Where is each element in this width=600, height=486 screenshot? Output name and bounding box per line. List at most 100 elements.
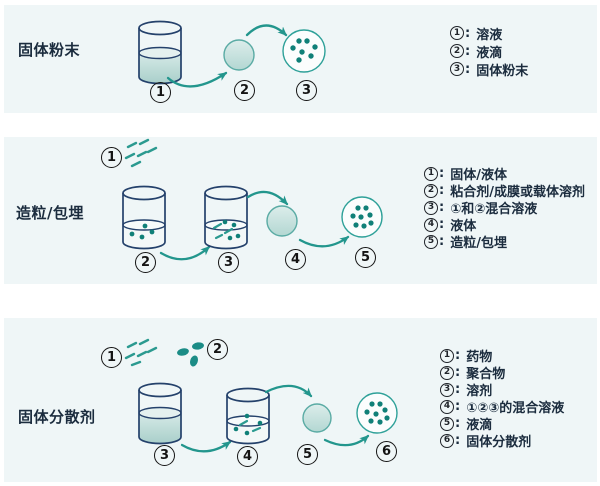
legend-colon: :: [439, 200, 445, 215]
legend: 1 : 药物 2 : 聚合物 3 : 溶剂 4 : ①②③的混合溶液 5 :: [440, 347, 565, 450]
circled-number-icon: 2: [440, 365, 454, 380]
arrow-icon: [264, 384, 313, 398]
droplet-icon: [266, 205, 298, 237]
circled-number-icon: 2: [424, 183, 438, 198]
step-number-badge: 1: [150, 82, 171, 103]
step-number-badge: 1: [101, 347, 122, 368]
arrow-icon: [246, 190, 289, 206]
step-number-badge: 2: [234, 80, 255, 101]
step-number-badge: 2: [135, 252, 156, 273]
powder-circle-icon: [282, 29, 326, 73]
legend: 1 : 溶液 2 : 液滴 3 : 固体粉末: [450, 24, 529, 79]
polymer-particles-icon: [177, 342, 204, 367]
circled-number-icon: 3: [440, 382, 454, 397]
arrow-icon: [159, 245, 211, 261]
panel-solid-dispersion: 固体分散剂 1 2 3 4 5 6 1 : 药物 2 : 聚合物 3 : 溶剂 …: [4, 318, 597, 482]
beaker-solvent-icon: [138, 382, 182, 445]
granule-circle-icon: [341, 196, 383, 238]
circled-number-icon: 1: [450, 26, 464, 40]
legend-colon: :: [439, 166, 445, 181]
step-number-badge: 4: [237, 446, 258, 467]
step-number-badge: 5: [297, 444, 318, 465]
legend-text: 液滴: [466, 418, 493, 433]
legend-text: 药物: [466, 350, 493, 365]
step-number-badge: 4: [285, 249, 306, 270]
legend-text: 造粒/包埋: [450, 236, 507, 251]
arrow-icon: [298, 235, 350, 248]
legend-text: ①和②混合溶液: [450, 202, 538, 217]
panel-title: 固体分散剂: [18, 408, 96, 426]
circled-number-icon: 3: [424, 200, 438, 215]
legend-colon: :: [465, 25, 471, 41]
legend-item: 4 : 液体: [424, 216, 585, 234]
process-diagram-solid-dispersion: [124, 338, 398, 453]
step-number-badge: 3: [154, 445, 175, 466]
legend-text: 固体粉末: [476, 63, 529, 79]
legend-text: 聚合物: [466, 367, 506, 382]
legend-text: 固体/液体: [450, 168, 507, 183]
circled-number-icon: 4: [440, 399, 454, 414]
legend-item: 1 : 药物: [440, 347, 564, 365]
panel-title: 固体粉末: [18, 41, 81, 59]
circled-number-icon: 3: [450, 62, 464, 76]
beaker-binder-icon: [122, 185, 166, 250]
panel-granulation: 造粒/包埋 1 2 3 4 5 1 : 固体/液体 2 : 粘合剂/成膜或载体溶…: [4, 137, 597, 284]
legend-item: 5 : 液滴: [440, 415, 564, 433]
legend-item: 3 : 固体粉末: [450, 60, 529, 79]
legend-text: 液滴: [476, 45, 503, 61]
legend-colon: :: [439, 234, 445, 249]
legend-colon: :: [439, 183, 445, 198]
legend-item: 3 : ①和②混合溶液: [424, 199, 585, 217]
legend-item: 2 : 粘合剂/成膜或载体溶剂: [424, 182, 585, 200]
legend-item: 1 : 溶液: [450, 24, 528, 43]
legend-item: 3 : 溶剂: [440, 381, 564, 399]
legend-colon: :: [455, 399, 461, 414]
circled-number-icon: 5: [424, 234, 438, 249]
step-number-badge: 2: [207, 339, 228, 360]
arrow-icon: [180, 440, 232, 453]
legend-colon: :: [455, 382, 461, 397]
legend-item: 5 : 造粒/包埋: [424, 233, 585, 251]
legend: 1 : 固体/液体 2 : 粘合剂/成膜或载体溶剂 3 : ①和②混合溶液 4 …: [424, 165, 585, 251]
legend-text: 溶剂: [466, 384, 493, 399]
dispersion-circle-icon: [356, 392, 398, 434]
droplet-icon: [223, 39, 255, 71]
circled-number-icon: 1: [424, 166, 438, 181]
step-number-badge: 6: [376, 441, 397, 462]
legend-colon: :: [455, 348, 461, 363]
legend-colon: :: [455, 433, 461, 448]
step-number-badge: 1: [101, 147, 122, 168]
legend-item: 6 : 固体分散剂: [440, 432, 564, 450]
arrow-icon: [166, 71, 228, 88]
legend-colon: :: [465, 43, 471, 59]
beaker-mixture-icon: [226, 387, 270, 445]
legend-item: 4 : ①②③的混合溶液: [440, 398, 565, 416]
droplet-icon: [302, 403, 332, 433]
step-number-badge: 5: [355, 247, 376, 268]
legend-colon: :: [439, 217, 445, 232]
legend-item: 2 : 聚合物: [440, 364, 564, 382]
arrow-icon: [323, 434, 370, 447]
arrow-icon: [245, 24, 288, 37]
circled-number-icon: 5: [440, 416, 454, 431]
legend-text: 液体: [450, 219, 477, 234]
beaker-solution-icon: [138, 20, 182, 85]
step-number-badge: 3: [218, 252, 239, 273]
panel-solid-powder: 固体粉末 1 2 3 1 : 溶液 2 : 液滴 3 : 固体粉末: [4, 5, 597, 113]
legend-item: 2 : 液滴: [450, 42, 528, 61]
circled-number-icon: 1: [440, 348, 454, 363]
legend-text: 溶液: [476, 27, 503, 43]
circled-number-icon: 4: [424, 217, 438, 232]
solid-particles-icon: [124, 138, 158, 168]
legend-text: 粘合剂/成膜或载体溶剂: [450, 185, 585, 200]
legend-text: ①②③的混合溶液: [466, 401, 565, 416]
legend-colon: :: [455, 365, 461, 380]
beaker-mixture-icon: [204, 185, 248, 250]
process-diagram-granulation: [122, 138, 383, 261]
legend-item: 1 : 固体/液体: [424, 165, 585, 183]
legend-colon: :: [465, 61, 471, 77]
legend-colon: :: [455, 416, 461, 431]
panel-title: 造粒/包埋: [16, 204, 84, 222]
legend-text: 固体分散剂: [466, 435, 532, 450]
